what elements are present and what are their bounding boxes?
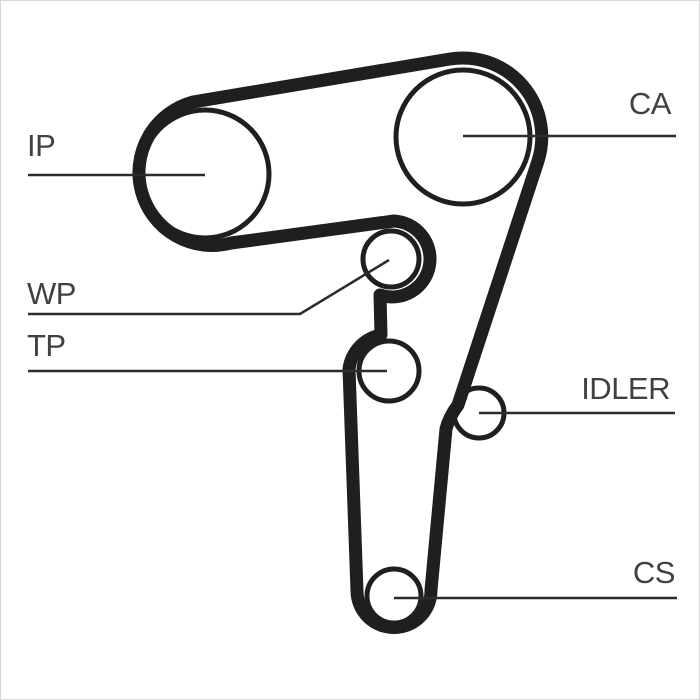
wp-pulley [360, 228, 422, 290]
label-tp: TP [27, 328, 66, 363]
cs-pulley [364, 566, 424, 626]
label-ca: CA [628, 86, 672, 121]
label-ip: IP [27, 128, 56, 163]
label-cs: CS [632, 555, 676, 590]
timing-belt [132, 51, 549, 634]
label-wp: WP [27, 276, 76, 311]
wp-leader-line [28, 258, 390, 316]
label-idler: IDLER [581, 371, 670, 406]
